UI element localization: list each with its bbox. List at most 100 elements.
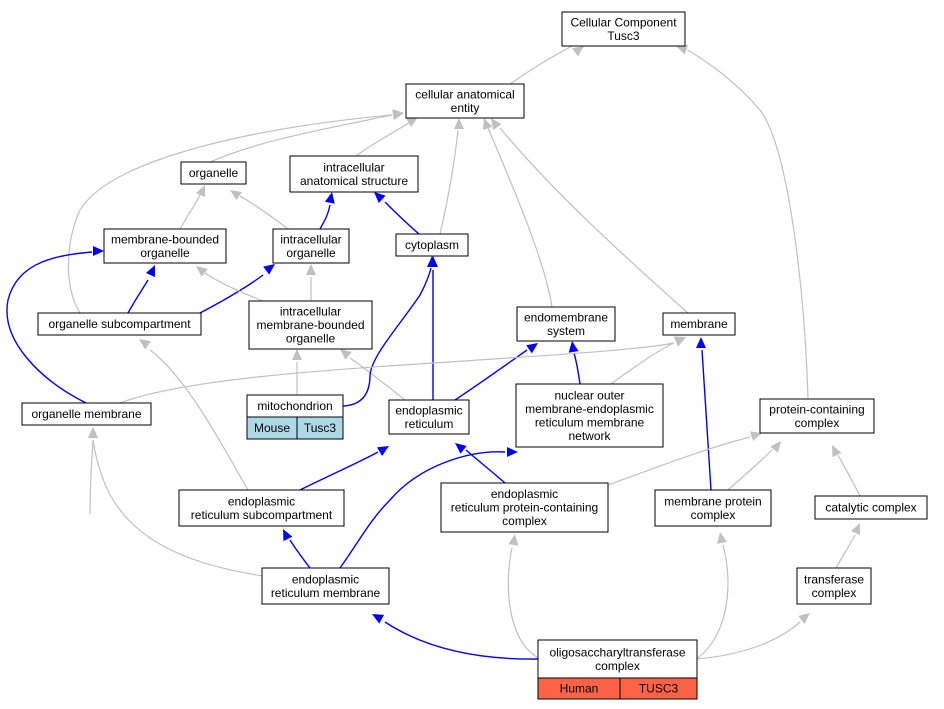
edge-gray: [355, 121, 411, 157]
node-label: intracellular: [323, 160, 384, 174]
node-label: reticulum membrane: [271, 586, 381, 600]
edge-blue: [339, 451, 506, 569]
edge-gray: [507, 547, 541, 660]
edge-gray: [835, 534, 856, 569]
arrowhead-icon: [306, 264, 316, 275]
arrowhead-icon: [374, 192, 386, 204]
arrowhead-icon: [491, 118, 502, 130]
arrowhead-icon: [196, 266, 208, 277]
arrowhead-icon: [428, 256, 438, 267]
edge-blue: [384, 621, 539, 660]
node-organelle[interactable]: organelle: [180, 161, 247, 185]
arrowhead-icon: [455, 443, 467, 454]
arrowhead-icon: [750, 431, 762, 441]
edge-blue: [6, 251, 93, 404]
edge-blue: [573, 352, 581, 385]
arrowhead-icon: [832, 445, 842, 458]
node-label: endoplasmic: [395, 403, 462, 417]
arrowhead-icon: [507, 447, 518, 457]
edge-blue: [289, 539, 311, 569]
edge-gray: [837, 454, 861, 497]
node-label: organelle: [286, 332, 336, 346]
node-label: mitochondrion: [257, 399, 332, 413]
arrowhead-icon: [405, 117, 418, 127]
node-label: reticulum membrane: [535, 415, 645, 429]
arrowhead-icon: [376, 446, 389, 456]
node-label: complex: [691, 508, 736, 522]
node-organelle-membrane[interactable]: organelle membrane: [21, 402, 152, 426]
arrowhead-icon: [717, 532, 728, 544]
node-box: [272, 228, 350, 264]
edge-gray: [727, 449, 773, 491]
edge-gray: [92, 439, 264, 577]
node-label: system: [547, 324, 585, 338]
edge-gray: [179, 194, 201, 230]
node-label: intracellular: [280, 305, 341, 319]
arrowhead-icon: [508, 534, 519, 546]
edge-gray: [119, 342, 675, 404]
node-cytoplasm[interactable]: cytoplasm: [395, 233, 469, 257]
node-box: [21, 402, 152, 426]
node-box: [561, 11, 686, 47]
arrowhead-icon: [324, 192, 335, 204]
edge-blue: [199, 274, 264, 314]
arrowhead-icon: [139, 339, 151, 350]
edge-gray: [695, 544, 729, 660]
arrowhead-icon: [283, 529, 293, 542]
edge-gray: [607, 436, 751, 486]
node-label: endoplasmic: [292, 572, 359, 586]
arrowhead-icon: [568, 341, 579, 353]
edge-gray: [695, 621, 801, 660]
node-membrane[interactable]: membrane: [662, 312, 736, 336]
arrowhead-icon: [93, 246, 104, 256]
node-box: [654, 489, 772, 527]
node-label: nuclear outer: [554, 388, 624, 402]
edge-blue: [127, 279, 149, 314]
arrowhead-icon: [482, 118, 493, 131]
node-label: organelle: [189, 166, 239, 180]
node-catalytic-complex[interactable]: catalytic complex: [814, 495, 928, 520]
node-label: reticulum: [405, 417, 454, 431]
species-tag: Mouse: [254, 421, 290, 435]
node-box: [759, 398, 875, 434]
node-box: [405, 83, 525, 119]
edge-gray: [610, 342, 675, 385]
edge-blue: [701, 349, 712, 491]
node-label: Cellular Component: [570, 15, 677, 29]
node-label: cellular anatomical: [415, 87, 514, 101]
node-box: [662, 312, 736, 336]
node-nuclear-outer-membrane-er-network[interactable]: nuclear outermembrane-endoplasmicreticul…: [515, 383, 664, 448]
edge-gray: [499, 127, 689, 314]
node-box: [515, 383, 664, 448]
gene-tag-cell: [619, 677, 698, 700]
edge-blue: [342, 267, 432, 407]
node-box: [516, 306, 616, 342]
node-label: organelle subcompartment: [48, 317, 191, 331]
arrowhead-icon: [673, 336, 686, 346]
edge-gray: [439, 129, 459, 235]
edge-gray: [509, 45, 573, 85]
edge-gray: [204, 272, 264, 302]
arrowhead-icon: [292, 349, 302, 360]
node-box: [178, 489, 345, 527]
node-organelle-subcompartment[interactable]: organelle subcompartment: [37, 312, 202, 336]
node-label: organelle: [140, 246, 190, 260]
node-label: protein-containing: [769, 402, 864, 416]
